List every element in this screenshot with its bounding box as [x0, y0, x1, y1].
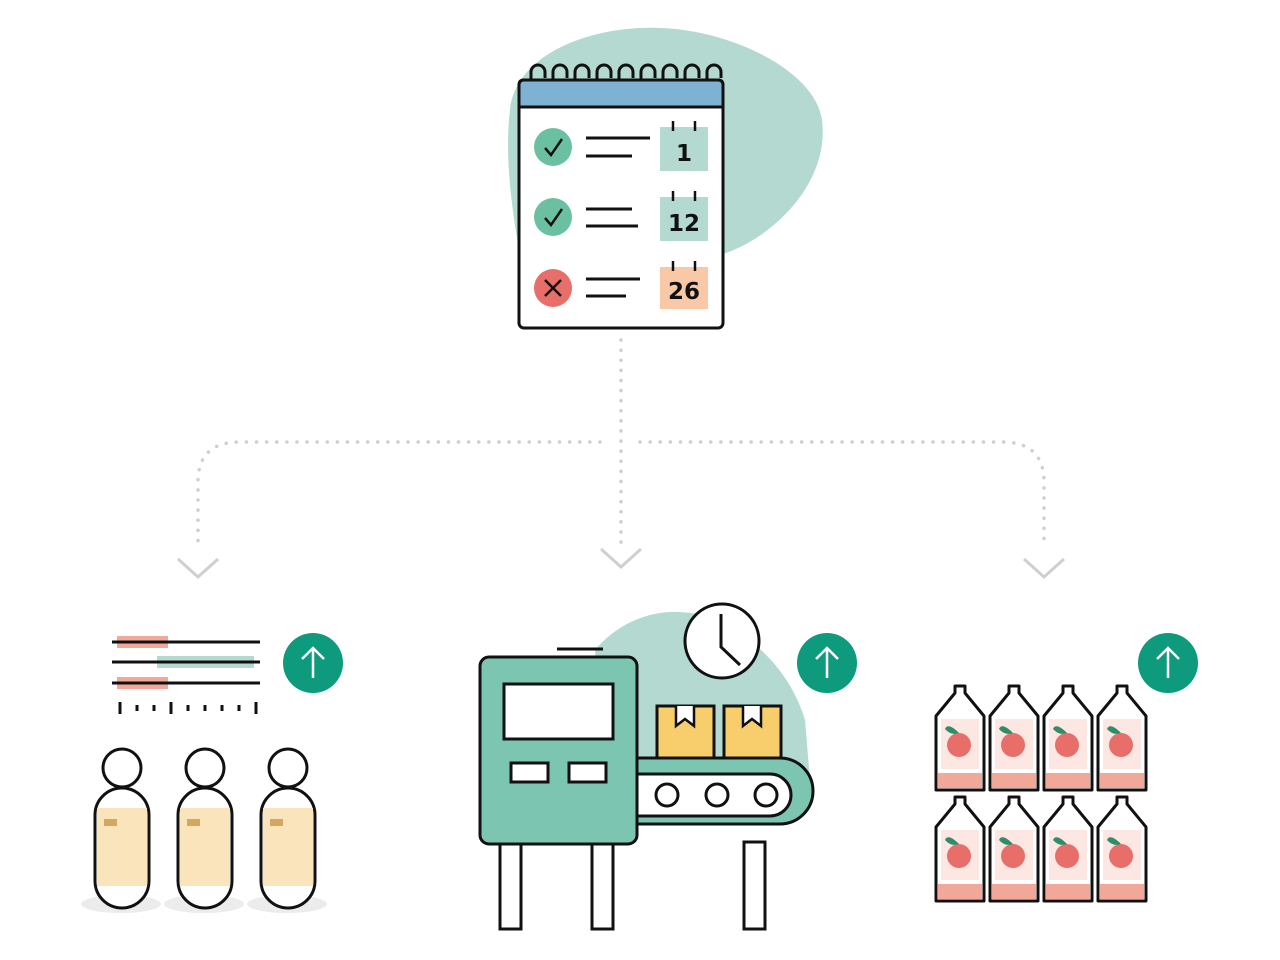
box-icon [722, 704, 783, 760]
connector-right [638, 440, 1046, 547]
machine-button [567, 761, 608, 784]
leaf-icon [1053, 726, 1067, 734]
date-tile [660, 197, 708, 241]
calendar-row: 26 [534, 261, 708, 309]
machine-button [509, 761, 550, 784]
worker-icon [247, 747, 327, 913]
conveyor-belt [628, 756, 815, 826]
arrow-up-icon [1138, 633, 1198, 693]
orange-fruit-icon [1001, 733, 1025, 757]
clock-icon [683, 602, 761, 680]
connector-lines [196, 338, 1046, 547]
carton-band [992, 884, 1036, 899]
schedule-chart-icon [112, 636, 260, 714]
workforce-illustration [81, 633, 343, 913]
orange-fruit-icon [947, 844, 971, 868]
carton-band [938, 773, 982, 788]
juice-carton-icon [1096, 795, 1148, 903]
arrow-up-icon [797, 633, 857, 693]
check-icon [534, 198, 572, 236]
inventory-illustration [934, 633, 1198, 903]
calendar-header [517, 78, 725, 109]
chevron-down-icon [599, 547, 643, 570]
carton-band [1100, 884, 1144, 899]
cross-mark [544, 279, 562, 297]
date-number: 26 [668, 279, 700, 305]
leaf-icon [1053, 837, 1067, 845]
orange-fruit-icon [1109, 844, 1133, 868]
date-number: 1 [676, 141, 692, 167]
carton-band [1100, 773, 1144, 788]
check-mark [544, 208, 564, 228]
leaf-icon [999, 837, 1013, 845]
date-tile [660, 267, 708, 309]
connector-arrowheads [176, 547, 1066, 580]
leaf-icon [945, 726, 959, 734]
carton-band [1046, 773, 1090, 788]
date-number: 12 [668, 211, 700, 237]
juice-carton-icon [934, 795, 986, 903]
conveyor-roller [704, 782, 730, 808]
table-legs [498, 840, 767, 931]
carton-band [938, 884, 982, 899]
chevron-down-icon [1022, 557, 1066, 580]
worker-icon [81, 747, 161, 913]
calendar-row: 12 [534, 191, 708, 241]
conveyor-roller [654, 782, 680, 808]
juice-carton-icon [934, 684, 986, 792]
date-tile [660, 127, 708, 171]
leaf-icon [945, 837, 959, 845]
chevron-down-icon [176, 557, 220, 580]
juice-carton-icon [988, 795, 1040, 903]
worker-icon [164, 747, 244, 913]
leaf-icon [1107, 726, 1121, 734]
calendar-row: 1 [534, 121, 708, 171]
conveyor-roller [753, 782, 779, 808]
leaf-icon [1107, 837, 1121, 845]
juice-carton-icon [1042, 795, 1094, 903]
orange-fruit-icon [1001, 844, 1025, 868]
production-illustration [478, 602, 857, 931]
machine-screen [502, 682, 615, 741]
juice-carton-icon [1042, 684, 1094, 792]
calendar-illustration: 1 12 26 [508, 27, 823, 330]
orange-fruit-icon [1055, 733, 1079, 757]
box-icon [655, 704, 716, 760]
arrow-up-icon [283, 633, 343, 693]
orange-fruit-icon [1055, 844, 1079, 868]
check-icon [534, 128, 572, 166]
carton-band [992, 773, 1036, 788]
juice-carton-icon [1096, 684, 1148, 792]
connector-left [196, 440, 602, 547]
calendar-rings [529, 63, 723, 80]
juice-cartons-grid [934, 684, 1148, 903]
leaf-icon [999, 726, 1013, 734]
orange-fruit-icon [947, 733, 971, 757]
carton-band [1046, 884, 1090, 899]
juice-carton-icon [988, 684, 1040, 792]
orange-fruit-icon [1109, 733, 1133, 757]
check-mark [544, 138, 564, 158]
